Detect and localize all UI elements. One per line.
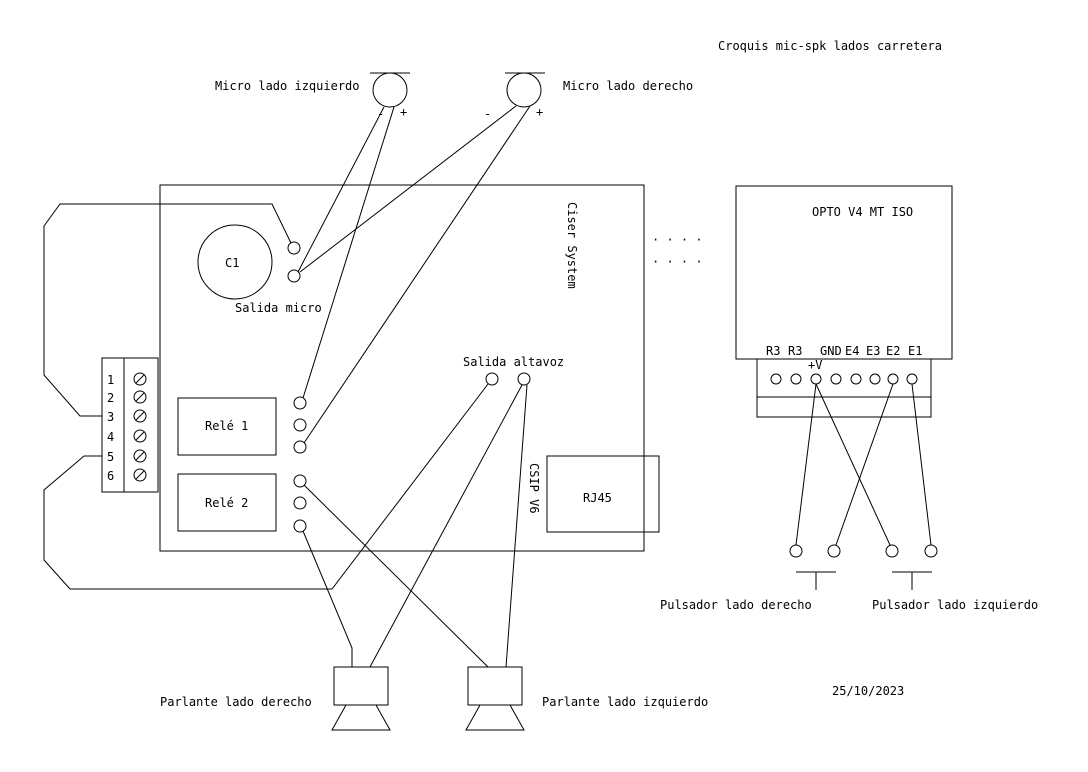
diagram-date: 25/10/2023	[832, 684, 904, 698]
button-left-label: Pulsador lado izquierdo	[872, 598, 1038, 612]
relay-1-pin-2	[293, 418, 307, 432]
relay-2-pin-2	[293, 496, 307, 510]
terminal-number-2: 2	[107, 391, 114, 405]
terminal-number-1: 1	[107, 373, 114, 387]
speaker-left-label: Parlante lado izquierdo	[542, 695, 708, 709]
mic-left-plus: +	[400, 105, 407, 119]
speaker-left: Parlante lado izquierdo	[465, 666, 708, 731]
opto-pin-e2	[887, 373, 899, 385]
link-dots-1: · · · ·	[652, 233, 703, 247]
mic-right-label: Micro lado derecho	[563, 79, 693, 93]
mic-out-label: Salida micro	[235, 301, 322, 315]
button-right: Pulsador lado derecho	[660, 544, 841, 612]
diagram-title: Croquis mic-spk lados carretera	[718, 39, 942, 53]
relay-2-pin-1	[293, 474, 307, 488]
csip-label: CSIP V6	[527, 463, 541, 514]
ciser-system-label: Ciser System	[565, 202, 579, 289]
opto-pin-label-e2: E2	[886, 344, 900, 358]
relay-1-label: Relé 1	[205, 419, 248, 433]
speaker-right-label: Parlante lado derecho	[160, 695, 312, 709]
link-dots-2: · · · ·	[652, 255, 703, 269]
opto-pin-label-e4: E4	[845, 344, 859, 358]
opto-pin-2	[790, 373, 802, 385]
opto-pin-label-e3: E3	[866, 344, 880, 358]
opto-terminal-block	[756, 358, 932, 418]
opto-pin-e1	[906, 373, 918, 385]
opto-board: OPTO V4 MT ISO R3 R3 GND E4 E3 E2 E1 +V	[735, 185, 953, 418]
spk-out-pin-2	[517, 372, 531, 386]
c1-label: C1	[225, 256, 239, 270]
mic-right-plus: +	[536, 105, 543, 119]
opto-pin-label-e1: E1	[908, 344, 922, 358]
opto-pin-5	[850, 373, 862, 385]
opto-pin-label-r3a: R3	[766, 344, 780, 358]
terminal-number-3: 3	[107, 410, 114, 424]
terminal-screws	[133, 372, 147, 482]
opto-vplus-label: +V	[808, 358, 822, 372]
c1-component	[197, 224, 273, 300]
wires	[43, 105, 932, 668]
relay-1	[177, 397, 277, 456]
mic-out-pin-1	[287, 241, 301, 255]
opto-pin-label-gnd: GND	[820, 344, 842, 358]
opto-pin-vplus	[810, 373, 822, 385]
opto-pin-label-r3b: R3	[788, 344, 802, 358]
mic-out-pin-2	[287, 269, 301, 283]
mic-right-minus: -	[484, 107, 491, 121]
relay-2-label: Relé 2	[205, 496, 248, 510]
spk-out-label: Salida altavoz	[463, 355, 564, 369]
rj45-label: RJ45	[583, 491, 612, 505]
relay-2-pin-3	[293, 519, 307, 533]
relay-1-pin-1	[293, 396, 307, 410]
opto-pin-1	[770, 373, 782, 385]
opto-pin-4	[830, 373, 842, 385]
terminal-number-5: 5	[107, 450, 114, 464]
mic-left-label: Micro lado izquierdo	[215, 79, 360, 93]
terminal-block: 1 2 3 4 5 6	[101, 357, 159, 493]
ciser-board: Ciser System C1 Salida micro Salida alta…	[159, 184, 660, 552]
terminal-number-4: 4	[107, 430, 114, 444]
spk-out-pin-1	[485, 372, 499, 386]
rj45-connector	[546, 455, 660, 533]
opto-label: OPTO V4 MT ISO	[812, 205, 913, 219]
relay-2	[177, 473, 277, 532]
button-right-label: Pulsador lado derecho	[660, 598, 812, 612]
relay-1-pin-3	[293, 440, 307, 454]
terminal-number-6: 6	[107, 469, 114, 483]
button-left: Pulsador lado izquierdo	[872, 544, 1038, 612]
mic-right: Micro lado derecho - +	[484, 72, 693, 121]
speaker-right: Parlante lado derecho	[160, 666, 391, 731]
opto-pin-6	[869, 373, 881, 385]
